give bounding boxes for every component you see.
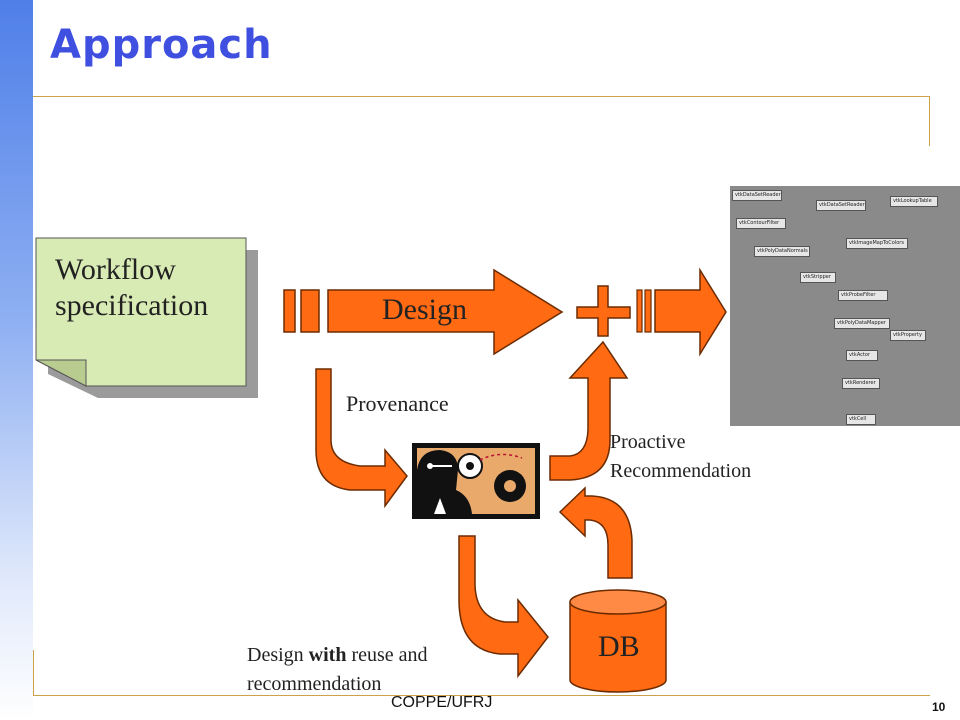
workflow-node: vtkPolyDataMapper [834, 318, 890, 329]
provenance-label: Provenance [346, 391, 449, 416]
reuse-arrow [458, 535, 549, 679]
workflow-node: vtkDataSetReader [732, 190, 782, 201]
design-label: Design [382, 293, 467, 326]
db-feedback-arrow [558, 486, 633, 579]
sidebar-gradient [0, 0, 33, 720]
workflow-node: vtkProperty [890, 330, 926, 341]
page-title: Approach [50, 22, 273, 68]
provenance-arrow [315, 368, 408, 509]
right-frame-line [929, 96, 930, 146]
proactive-recommendation-arrow [549, 340, 629, 481]
design-with-reuse-label: Design with reuse and recommendation [247, 641, 507, 699]
reuse-line-1: Design with reuse and [247, 641, 507, 670]
workflow-node: vtkImageMapToColors [846, 238, 908, 249]
workflow-node: vtkCell [846, 414, 876, 425]
reuse-line-2: recommendation [247, 673, 382, 695]
left-frame-line [33, 650, 34, 696]
output-arrow [636, 267, 727, 357]
workflow-node: vtkProbeFilter [838, 290, 888, 301]
person-with-gears-clipart [412, 443, 540, 519]
workflow-node: vtkPolyDataNormals [754, 246, 810, 257]
design-arrow [283, 268, 564, 356]
proactive-line-1: Proactive [610, 431, 686, 453]
workflow-screenshot-panel: vtkDataSetReader vtkContourFilter vtkPol… [730, 186, 960, 426]
reuse-suffix: reuse and [346, 644, 428, 666]
proactive-recommendation-label: Proactive Recommendation [610, 428, 800, 486]
note-line-1: Workflow [55, 253, 176, 286]
workflow-node: vtkDataSetReader [816, 200, 866, 211]
footer-text: COPPE/UFRJ [391, 694, 493, 711]
reuse-prefix: Design [247, 644, 309, 666]
workflow-specification-note [35, 237, 258, 398]
workflow-node: vtkActor [846, 350, 878, 361]
reuse-bold-word: with [308, 644, 347, 666]
footer-divider [33, 695, 930, 696]
workflow-node: vtkRenderer [842, 378, 880, 389]
proactive-line-2: Recommendation [610, 460, 752, 482]
db-label: DB [598, 630, 640, 663]
plus-sign [576, 285, 631, 337]
workflow-node: vtkContourFilter [736, 218, 786, 229]
page-number: 10 [932, 700, 946, 714]
title-divider [33, 96, 930, 97]
workflow-node: vtkLookupTable [890, 196, 938, 207]
workflow-specification-label: Workflow specification [55, 252, 208, 324]
note-line-2: specification [55, 289, 209, 322]
db-cylinder [569, 589, 667, 693]
workflow-node: vtkStripper [800, 272, 836, 283]
